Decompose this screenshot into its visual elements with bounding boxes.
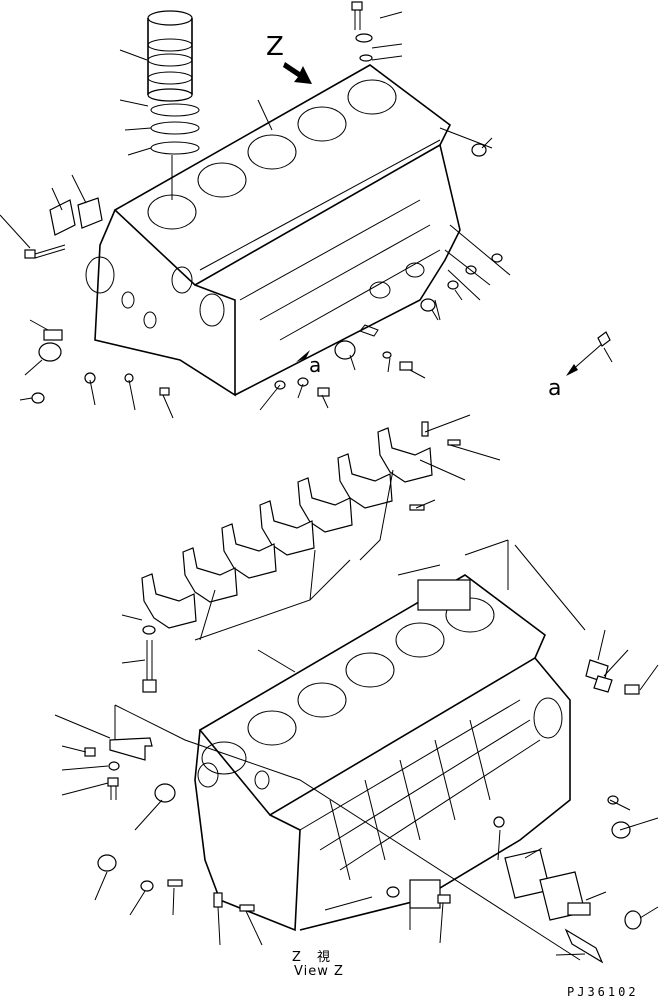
view-a-marker-small: a (309, 353, 322, 377)
upper-cylinder-block (85, 64, 461, 397)
view-a-marker: a (548, 376, 562, 401)
drawing-code: PJ36102 (567, 985, 639, 999)
view-z-caption: View Z (294, 964, 344, 979)
main-bearing-caps (141, 421, 461, 629)
arrow-z-icon (283, 62, 312, 84)
lower-cylinder-block (194, 574, 571, 932)
arrow-a-icon (566, 331, 611, 376)
arrow-a-small-icon (296, 350, 310, 362)
cylinder-liner (147, 10, 193, 102)
cap-bolt (142, 625, 157, 693)
lower-side-parts (84, 659, 642, 964)
leader-lines (0, 11, 659, 961)
top-bolt (351, 1, 373, 62)
right-side-parts-upper (274, 143, 503, 397)
left-side-parts (24, 197, 170, 404)
view-z-marker: Z (266, 32, 284, 62)
view-z-caption-japanese: Z 視 (292, 950, 337, 965)
